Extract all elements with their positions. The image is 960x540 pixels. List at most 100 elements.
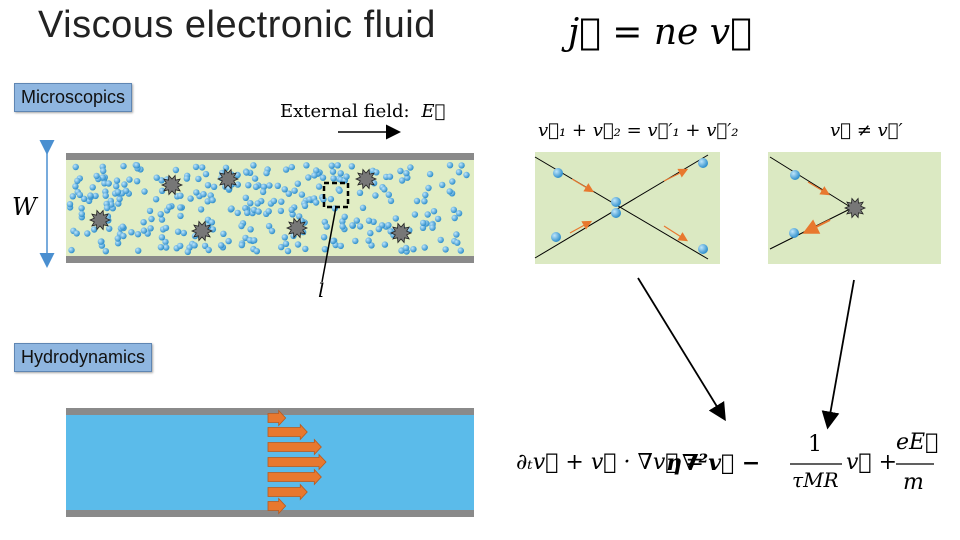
electron: [312, 199, 320, 206]
electron: [403, 170, 410, 177]
electron: [157, 244, 165, 251]
electron: [282, 240, 290, 247]
electron: [254, 200, 261, 207]
electron: [158, 216, 166, 223]
electron: [373, 169, 380, 176]
electron: [180, 229, 187, 237]
electron: [611, 208, 621, 218]
electron: [449, 178, 456, 185]
electron: [204, 182, 212, 189]
electron: [375, 225, 382, 233]
electron: [174, 228, 182, 235]
impurity-icon: [844, 197, 866, 219]
electron: [202, 170, 210, 178]
electron: [278, 243, 285, 251]
electron: [285, 190, 292, 197]
electron: [398, 177, 406, 184]
electron: [313, 167, 320, 174]
electron: [407, 164, 414, 171]
electron: [281, 234, 288, 241]
electron: [105, 180, 112, 187]
electron: [247, 226, 254, 233]
electron: [365, 237, 372, 244]
electron: [153, 174, 160, 181]
electron: [698, 158, 708, 168]
electron: [97, 238, 105, 245]
electron: [197, 206, 205, 213]
external-field-text: External field:: [280, 101, 410, 122]
electron: [251, 175, 259, 182]
electron: [183, 175, 190, 182]
electron: [336, 187, 343, 194]
electron: [288, 163, 295, 171]
electron: [80, 195, 88, 202]
electron: [172, 166, 180, 174]
electron: [234, 181, 241, 188]
electron: [288, 206, 295, 213]
top-wall-hydro: [66, 408, 474, 415]
electron: [270, 197, 278, 205]
electron: [78, 205, 85, 212]
electron: [450, 206, 457, 213]
electron: [372, 192, 379, 199]
electron: [368, 242, 375, 249]
electron: [455, 210, 463, 217]
electron: [789, 228, 799, 238]
electron: [119, 223, 126, 230]
electron: [353, 217, 360, 224]
electron: [93, 172, 100, 180]
electron: [89, 184, 96, 191]
electron: [141, 188, 148, 195]
channel-background: [66, 160, 474, 256]
field-symbol: E⃗: [421, 101, 446, 122]
relaxation-denominator: τMR: [792, 468, 839, 492]
relaxation-numerator: 1: [808, 432, 822, 457]
electron: [103, 204, 111, 212]
electron: [381, 241, 389, 248]
electron: [303, 162, 310, 169]
electron: [92, 192, 99, 200]
electron: [193, 189, 200, 196]
electron: [385, 222, 392, 229]
electron: [387, 197, 395, 205]
electron: [453, 231, 460, 238]
electron: [245, 182, 252, 189]
electron: [74, 177, 81, 185]
velocity-profile: [267, 409, 327, 515]
electron-cloud: [66, 161, 470, 256]
electron: [158, 234, 166, 241]
electron: [337, 170, 344, 177]
electron: [327, 195, 335, 203]
electron: [343, 173, 350, 180]
electron: [352, 237, 359, 245]
electron: [553, 168, 563, 178]
electron: [187, 195, 194, 202]
electron: [330, 175, 337, 182]
velocity-arrow: [663, 168, 689, 182]
electron: [133, 178, 141, 185]
electron: [66, 201, 74, 208]
electron: [191, 242, 198, 249]
velocity-arrow: [571, 178, 595, 193]
electron: [334, 162, 341, 169]
slide-title: Viscous electronic fluid: [38, 4, 436, 46]
electron: [195, 175, 202, 183]
electron: [311, 172, 318, 179]
electron: [429, 224, 436, 231]
electron: [251, 237, 258, 244]
electron: [177, 242, 184, 250]
electron: [87, 192, 94, 199]
electron: [454, 239, 461, 246]
electron: [217, 242, 225, 249]
electron: [114, 235, 122, 242]
electron: [220, 230, 227, 237]
electron: [315, 183, 323, 190]
electron: [451, 214, 458, 222]
electron: [420, 219, 427, 227]
electron: [356, 189, 364, 196]
electron: [463, 171, 470, 179]
electron: [244, 209, 251, 216]
electron: [122, 187, 130, 194]
electron: [204, 198, 211, 205]
electron: [341, 213, 348, 220]
